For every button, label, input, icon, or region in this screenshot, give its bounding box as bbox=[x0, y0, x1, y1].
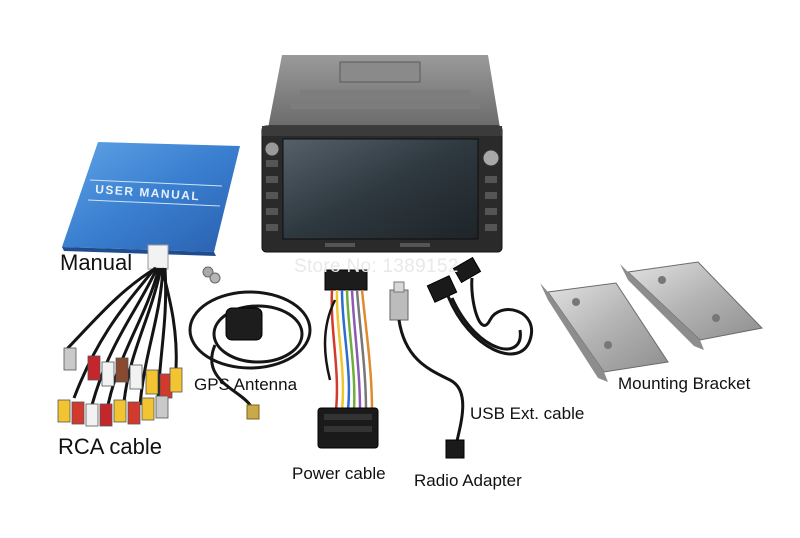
gps-antenna bbox=[188, 290, 312, 420]
radio-adapter bbox=[389, 281, 465, 459]
user-manual: USER MANUAL bbox=[62, 142, 240, 256]
mounting-brackets bbox=[540, 261, 764, 382]
label-gps-antenna: GPS Antenna bbox=[194, 375, 298, 394]
label-power-cable: Power cable bbox=[292, 464, 386, 483]
left-button-column bbox=[264, 141, 280, 231]
label-usb-ext-cable: USB Ext. cable bbox=[470, 404, 585, 423]
label-manual: Manual bbox=[60, 250, 133, 275]
store-watermark: Store No: 1389152 bbox=[294, 256, 459, 277]
label-rca-cable: RCA cable bbox=[58, 434, 162, 459]
label-radio-adapter: Radio Adapter bbox=[414, 471, 522, 490]
power-cable bbox=[317, 269, 379, 449]
screws bbox=[202, 266, 221, 284]
car-stereo-unit bbox=[261, 55, 503, 253]
label-mounting-bracket: Mounting Bracket bbox=[618, 374, 751, 393]
usb-ext-cable bbox=[426, 256, 534, 356]
right-button-column bbox=[482, 149, 500, 231]
rca-cable-bundle bbox=[57, 244, 183, 427]
